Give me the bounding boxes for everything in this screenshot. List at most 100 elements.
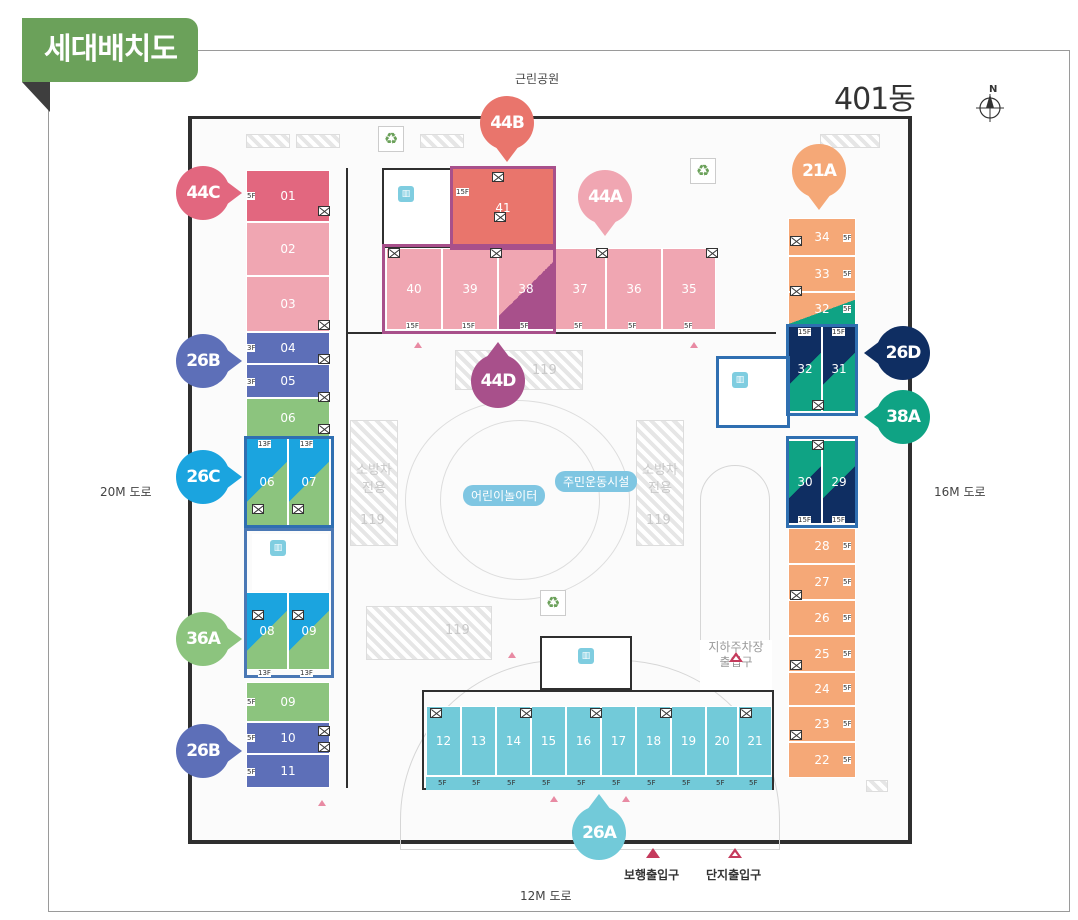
unit-label: 11 (280, 764, 296, 778)
type-tag-26a[interactable]: 26A (572, 794, 626, 860)
unit-16[interactable]: 16 (566, 706, 601, 776)
unit-label: 36 (626, 282, 642, 296)
unit-19[interactable]: 19 (671, 706, 706, 776)
floor-label: 15F (832, 516, 845, 524)
unit-32[interactable]: 32 (788, 326, 822, 412)
window-icon (292, 610, 304, 620)
elevator-icon: ▥ (578, 648, 594, 664)
unit-31[interactable]: 31 (822, 326, 856, 412)
unit-label: 08 (259, 624, 275, 638)
unit-18[interactable]: 18 (636, 706, 671, 776)
unit-label: 27 (814, 575, 830, 589)
building-name: 401동 (834, 82, 916, 117)
type-tag-21a[interactable]: 21A (792, 144, 846, 210)
unit-04[interactable]: 04 (246, 332, 330, 364)
window-icon (812, 440, 824, 450)
floor-label: 5F (507, 779, 516, 787)
floor-label: 13F (300, 440, 313, 448)
fire-lane-label-e: 소방차 전용 (642, 462, 678, 498)
unit-29[interactable]: 29 (822, 440, 856, 524)
window-icon (790, 286, 802, 296)
entry-marker (508, 652, 516, 658)
recycle-icon: ♻ (690, 158, 716, 184)
unit-10[interactable]: 10 (246, 722, 330, 754)
unit-label: 09 (301, 624, 317, 638)
type-tag-38a[interactable]: 38A (864, 390, 930, 444)
window-icon (252, 504, 264, 514)
type-tag-36a[interactable]: 36A (176, 612, 242, 666)
unit-37[interactable]: 37 (554, 248, 606, 330)
floor-label: 5F (577, 779, 586, 787)
floor-label: 15F (462, 322, 475, 330)
unit-label: 24 (814, 682, 830, 696)
unit-13[interactable]: 13 (461, 706, 496, 776)
banner-fold (22, 82, 50, 112)
type-tag-26c[interactable]: 26C (176, 450, 242, 504)
unit-label: 39 (462, 282, 478, 296)
unit-20[interactable]: 20 (706, 706, 738, 776)
road-east: 16M 도로 (934, 485, 986, 499)
type-tag-26b-south[interactable]: 26B (176, 724, 242, 778)
unit-05[interactable]: 05 (246, 364, 330, 398)
floor-label: 3F (247, 378, 256, 386)
highlight-26d (786, 324, 858, 416)
unit-label: 25 (814, 647, 830, 661)
unit-06-low[interactable]: 06 (246, 398, 330, 438)
floor-label: 15F (832, 328, 845, 336)
floor-label: 5F (843, 614, 852, 622)
window-icon (292, 504, 304, 514)
unit-01[interactable]: 01 (246, 170, 330, 222)
unit-02[interactable]: 02 (246, 222, 330, 276)
unit-label: 38 (518, 282, 534, 296)
floor-label: 5F (247, 768, 256, 776)
window-icon (790, 590, 802, 600)
unit-35[interactable]: 35 (662, 248, 716, 330)
unit-label: 34 (814, 230, 830, 244)
unit-15[interactable]: 15 (531, 706, 566, 776)
floor-label: 5F (843, 305, 852, 313)
unit-label: 01 (280, 189, 296, 203)
core-north (382, 168, 454, 248)
plaza-inner (440, 420, 600, 580)
unit-30[interactable]: 30 (788, 440, 822, 524)
floor-label: 5F (843, 756, 852, 764)
unit-03[interactable]: 03 (246, 276, 330, 332)
window-icon (596, 248, 608, 258)
unit-label: 31 (831, 362, 847, 376)
svg-text:N: N (989, 84, 997, 95)
south-floor-strip (426, 776, 772, 790)
floor-label: 5F (612, 779, 621, 787)
unit-label: 35 (681, 282, 697, 296)
floor-label: 15F (456, 188, 469, 196)
unit-08[interactable]: 08 (246, 592, 288, 670)
unit-11[interactable]: 11 (246, 754, 330, 788)
unit-label: 15 (540, 734, 557, 748)
type-tag-44b[interactable]: 44B (480, 96, 534, 162)
unit-label: 22 (814, 753, 830, 767)
floor-label: 3F (247, 344, 256, 352)
elevator-icon: ▥ (398, 186, 414, 202)
floor-label: 5F (843, 542, 852, 550)
unit-36[interactable]: 36 (606, 248, 662, 330)
floor-label: 5F (843, 234, 852, 242)
window-icon (520, 708, 532, 718)
community-label: 주민운동시설 (555, 471, 638, 492)
floor-label: 15F (798, 516, 811, 524)
window-icon (492, 172, 504, 182)
legend-complex: 단지출입구 (706, 868, 762, 882)
type-tag-44a[interactable]: 44A (578, 170, 632, 236)
type-tag-26d[interactable]: 26D (864, 326, 930, 380)
unit-17[interactable]: 17 (601, 706, 636, 776)
unit-label: 30 (797, 475, 813, 489)
fire-lane-w (350, 420, 398, 546)
type-tag-26b[interactable]: 26B (176, 334, 242, 388)
window-icon (790, 660, 802, 670)
type-tag-44c[interactable]: 44C (176, 166, 242, 220)
window-icon (318, 320, 330, 330)
unit-09-low[interactable]: 09 (246, 682, 330, 722)
window-icon (430, 708, 442, 718)
road-north: 근린공원 (515, 72, 560, 86)
fire-num-e: 119 (646, 513, 671, 528)
window-icon (706, 248, 718, 258)
type-tag-44d[interactable]: 44D (471, 342, 525, 408)
